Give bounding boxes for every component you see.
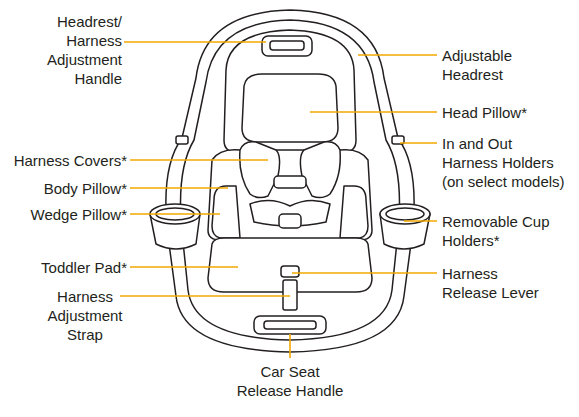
leader-line xyxy=(292,272,437,274)
leader-line xyxy=(400,142,437,144)
part-label: Head Pillow* xyxy=(442,103,572,122)
part-label: Body Pillow* xyxy=(3,179,127,198)
harness-release-lever xyxy=(281,266,299,277)
part-label: Harness Adjustment Strap xyxy=(43,287,127,344)
leader-line xyxy=(130,159,268,161)
headrest-handle-grip xyxy=(270,41,304,50)
seat-shell-inner xyxy=(181,20,400,340)
leader-line xyxy=(130,213,220,215)
leader-line xyxy=(124,41,266,43)
leader-line xyxy=(358,54,437,56)
part-label: Removable Cup Holders* xyxy=(442,212,556,250)
harness-cover xyxy=(240,142,280,198)
part-label: Car Seat Release Handle xyxy=(234,362,346,400)
car-seat-release-handle xyxy=(254,316,326,334)
part-label: Adjustable Headrest xyxy=(442,46,524,84)
body-pillow xyxy=(208,150,372,240)
headrest xyxy=(224,30,356,152)
crotch-buckle xyxy=(279,214,301,228)
leader-line xyxy=(130,266,238,268)
cup-holder-inner xyxy=(386,208,424,220)
release-handle-grip xyxy=(264,321,316,329)
leader-line xyxy=(130,187,228,189)
part-label: Harness Covers* xyxy=(3,151,127,170)
leader-line xyxy=(310,111,437,113)
head-pillow xyxy=(242,74,338,142)
part-label: Harness Release Lever xyxy=(442,264,544,302)
leader-line xyxy=(120,295,290,297)
seat-shell xyxy=(166,10,414,352)
headrest-handle xyxy=(262,36,312,56)
part-label: Wedge Pillow* xyxy=(3,205,127,224)
chest-clip xyxy=(274,176,306,188)
harness-adjustment-strap xyxy=(283,280,297,310)
part-label: Headrest/ Harness Adjustment Handle xyxy=(38,12,122,88)
leader-line xyxy=(404,220,437,222)
wedge-pillow xyxy=(212,186,240,238)
harness-holder xyxy=(176,136,188,144)
part-label: In and Out Harness Holders (on select mo… xyxy=(442,134,570,191)
part-label: Toddler Pad* xyxy=(3,258,127,277)
wedge-pillow xyxy=(340,186,368,238)
leader-line xyxy=(289,334,291,358)
harness-cover xyxy=(300,142,340,198)
